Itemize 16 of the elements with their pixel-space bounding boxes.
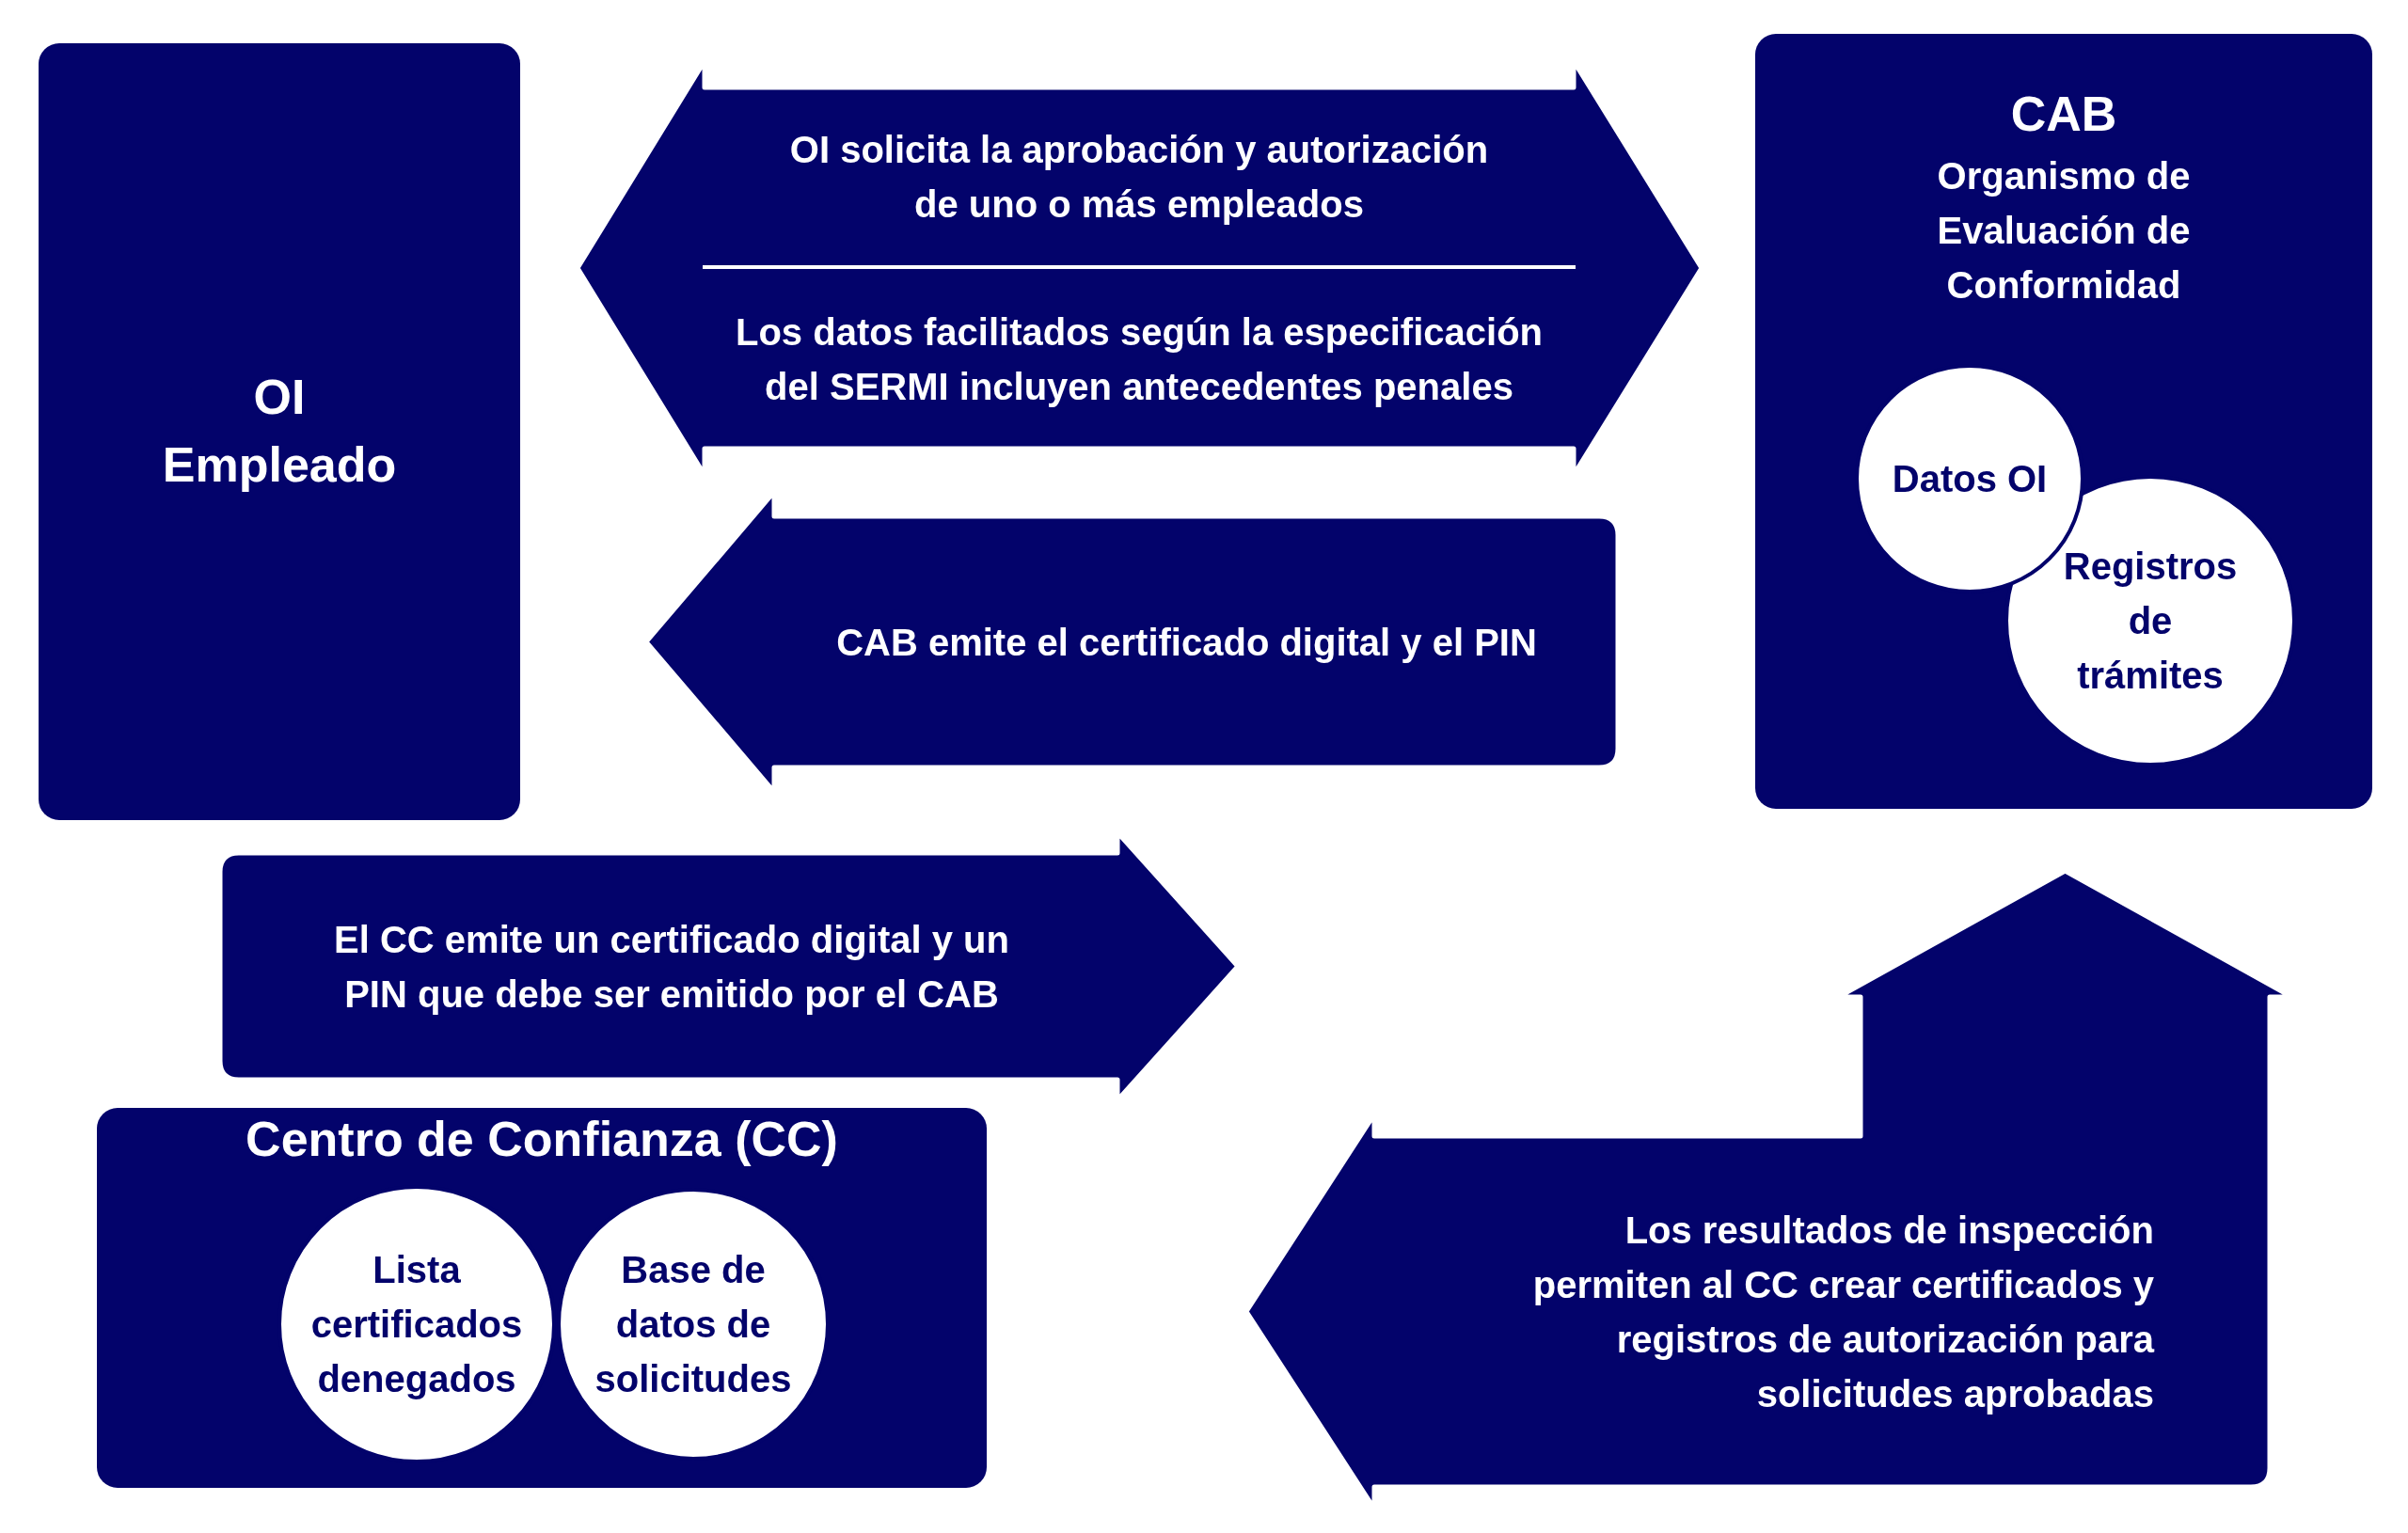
panel-title: OI Empleado xyxy=(161,369,398,494)
panel-title: Centro de Confianza (CC) xyxy=(246,1111,838,1168)
entity-panel xyxy=(39,43,520,820)
arrow-label: Los datos facilitados según la especificación del SERMI incluyen antecedentes penales xyxy=(735,310,1544,409)
arrow-label: CAB emite el certificado digital y el PIN xyxy=(836,620,1537,665)
arrow-label: OI solicita la aprobación y autorización de uno o más empleados xyxy=(788,127,1490,227)
circle-label: Registros de trámites xyxy=(2062,545,2239,698)
panel-subtitle: Organismo de Evaluación de Conformidad xyxy=(1936,153,2192,308)
arrow-label: Los resultados de inspección permiten al CC crear certificados y registros de autorización para solicitudes aprobadas xyxy=(1531,1208,2154,1416)
circle-label: Lista certificados denegados xyxy=(309,1248,524,1401)
arrow-label: El CC emite un certificado digital y un PIN que debe ser emitido por el CAB xyxy=(333,917,1010,1017)
entity-panel xyxy=(97,1108,987,1488)
circle-label: Datos OI xyxy=(1892,457,2048,501)
panel-title: CAB xyxy=(2010,86,2117,143)
entity-panel xyxy=(1755,34,2372,809)
circle-label: Base de datos de solicitudes xyxy=(594,1248,793,1401)
